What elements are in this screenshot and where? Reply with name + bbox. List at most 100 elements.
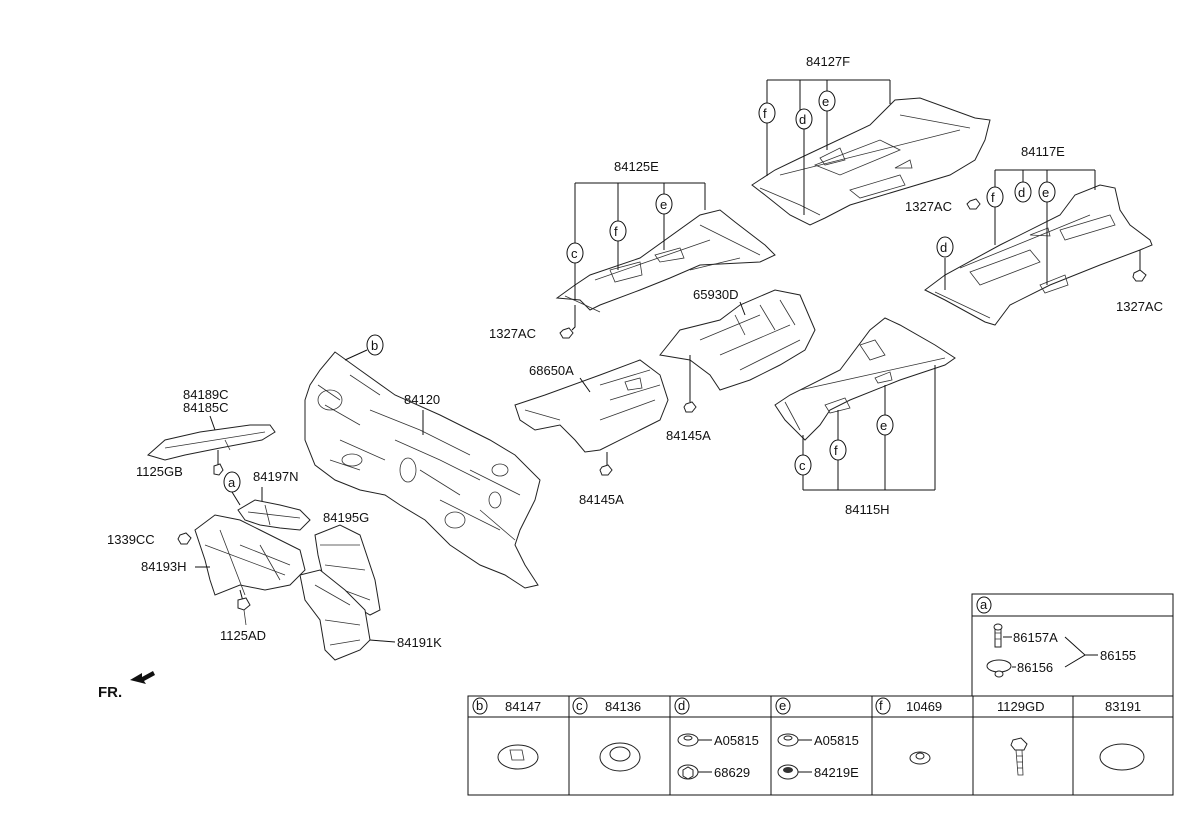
panel-84127F	[751, 97, 991, 226]
label-84125E: 84125E	[614, 159, 659, 174]
label-84117E: 84117E	[1021, 144, 1065, 159]
svg-text:d: d	[940, 240, 947, 255]
part-number-83191: 83191	[1105, 699, 1141, 714]
table-cell-b: b 84147	[472, 697, 541, 770]
svg-text:e: e	[779, 698, 786, 713]
clip-86157A-icon	[993, 623, 1003, 648]
clip-10469-icon	[909, 751, 931, 765]
svg-text:b: b	[476, 698, 483, 713]
legend-table: b 84147 c 84136 d A05815 68629 e A05815	[467, 695, 1174, 796]
bolt-1125AD	[237, 597, 251, 626]
front-label: FR.	[98, 684, 122, 701]
callout-d-84117E: d	[1014, 181, 1032, 203]
part-number-10469: 10469	[906, 699, 942, 714]
part-84191K	[299, 569, 371, 661]
svg-text:e: e	[822, 94, 829, 109]
washer-A05815-d-icon	[677, 733, 699, 747]
svg-text:f: f	[614, 224, 618, 239]
label-68650A: 68650A	[529, 363, 574, 378]
part-65930D	[659, 289, 816, 391]
grommet-86156-icon	[986, 659, 1012, 678]
label-84185C: 84185C	[183, 400, 229, 415]
label-1125AD: 1125AD	[220, 628, 266, 643]
callout-e-84127F: e	[818, 90, 836, 112]
label-84189C: 84189C	[183, 387, 229, 402]
table-cell-f: f 10469	[875, 697, 942, 765]
label-84120: 84120	[404, 392, 440, 407]
svg-text:e: e	[1042, 185, 1049, 200]
callout-e-84115H: e	[876, 414, 894, 436]
callout-c-84125E: c	[566, 242, 584, 264]
label-84197N: 84197N	[253, 469, 299, 484]
label-A05815-d: A05815	[714, 733, 759, 748]
svg-text:f: f	[879, 698, 883, 713]
part-number-84147: 84147	[505, 699, 541, 714]
callout-c-84115H: c	[794, 454, 812, 476]
label-84145A-a: 84145A	[579, 492, 624, 507]
svg-text:b: b	[371, 338, 378, 353]
nut-84219E-icon	[777, 764, 799, 780]
label-86155: 86155	[1100, 648, 1136, 663]
part-number-84136: 84136	[605, 699, 641, 714]
callout-d2-84117E: d	[936, 236, 954, 258]
svg-text:a: a	[980, 597, 988, 612]
svg-text:c: c	[799, 458, 806, 473]
svg-text:d: d	[678, 698, 685, 713]
label-1125GB: 1125GB	[136, 464, 183, 479]
panel-84125E	[555, 209, 776, 313]
label-84115H: 84115H	[845, 502, 890, 517]
nut-1339CC	[177, 532, 192, 545]
callout-f-84117E: f	[986, 186, 1004, 208]
label-68629: 68629	[714, 765, 750, 780]
nut-1327AC-c	[1132, 269, 1147, 282]
callout-f-84125E: f	[609, 220, 627, 242]
bolt-1129GD-icon	[1010, 737, 1028, 776]
panel-84117E	[924, 184, 1153, 326]
plug-84136-icon	[599, 742, 641, 772]
svg-text:d: d	[799, 112, 806, 127]
table-cell-e: e A05815 84219E	[775, 697, 859, 780]
label-84195G: 84195G	[323, 510, 369, 525]
svg-text:c: c	[576, 698, 583, 713]
label-86157A: 86157A	[1013, 630, 1058, 645]
part-84197N	[237, 499, 311, 531]
label-84193H: 84193H	[141, 559, 187, 574]
nut-1327AC-a	[966, 198, 981, 210]
plug-84147-icon	[497, 744, 539, 770]
front-arrow-icon	[130, 671, 155, 684]
callout-b: b	[366, 334, 384, 356]
clip-84145A-b	[683, 401, 697, 413]
label-84127F: 84127F	[806, 54, 850, 69]
callout-e-84117E: e	[1038, 181, 1056, 203]
callout-a: a	[223, 471, 241, 493]
label-84145A-b: 84145A	[666, 428, 711, 443]
label-84219E: 84219E	[814, 765, 859, 780]
detail-box-a: a 86157A 86156 86155	[971, 593, 1174, 697]
svg-text:a: a	[228, 475, 236, 490]
label-1327AC-b: 1327AC	[489, 326, 536, 341]
screw-1125GB	[213, 463, 224, 476]
svg-text:f: f	[763, 106, 767, 121]
part-number-1129GD: 1129GD	[997, 699, 1044, 714]
table-cell-d: d A05815 68629	[674, 697, 759, 780]
svg-text:c: c	[571, 246, 578, 261]
svg-text:f: f	[991, 190, 995, 205]
svg-text:d: d	[1018, 185, 1025, 200]
callout-f-84127F: f	[758, 102, 776, 124]
table-cell-c: c 84136	[572, 697, 641, 772]
table-cell-83191: 83191	[1099, 699, 1145, 771]
nut-68629-icon	[677, 764, 699, 780]
part-84120	[304, 351, 541, 589]
label-65930D: 65930D	[693, 287, 739, 302]
part-84195G	[314, 524, 381, 616]
label-1327AC-a: 1327AC	[905, 199, 952, 214]
label-84191K: 84191K	[397, 635, 442, 650]
part-68650A	[514, 359, 669, 453]
label-A05815-e: A05815	[814, 733, 859, 748]
panel-84115H	[774, 317, 956, 441]
table-cell-1129GD: 1129GD	[997, 699, 1044, 776]
callout-f-84115H: f	[829, 439, 847, 461]
part-84189C	[146, 424, 276, 461]
washer-A05815-e-icon	[777, 733, 799, 747]
